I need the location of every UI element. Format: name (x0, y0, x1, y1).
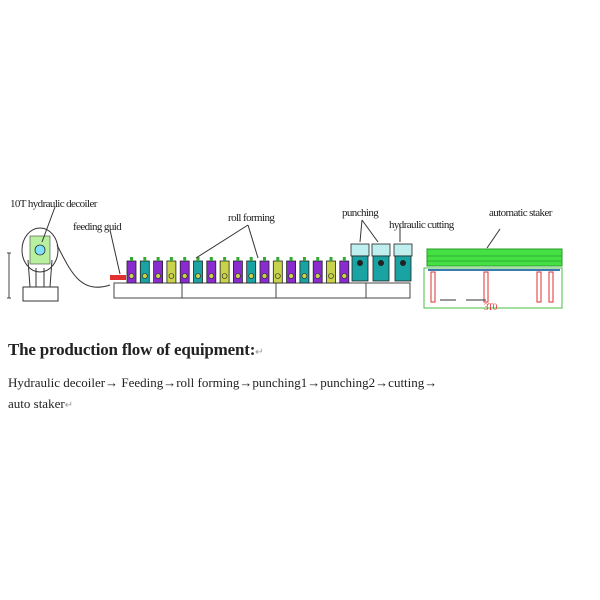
flow-line-1: Hydraulic decoiler→ Feeding→roll forming… (8, 375, 438, 390)
section-heading: The production flow of equipment:↵ (8, 340, 264, 360)
roll-station (232, 257, 243, 284)
production-flow: Hydraulic decoiler→ Feeding→roll forming… (8, 372, 548, 416)
leader-lines (41, 206, 501, 275)
roll-station (299, 257, 310, 284)
label-punching: punching (342, 207, 379, 219)
press-units (350, 243, 413, 282)
hydraulic-cutter (393, 243, 413, 282)
label-feeding-guide: feeding guid (73, 221, 122, 233)
roll-station (193, 257, 203, 284)
automatic-staker (423, 248, 563, 309)
roll-station (272, 257, 283, 284)
roll-station (246, 257, 257, 284)
label-hydraulic-cutting: hydraulic cutting (389, 219, 455, 231)
roll-stations (126, 257, 350, 284)
label-automatic-staker: automatic staker (489, 207, 553, 219)
heading-text: The production flow of equipment: (8, 340, 256, 359)
roll-station (286, 257, 297, 284)
roll-station (126, 257, 137, 284)
roll-station (326, 257, 336, 284)
decoiler (7, 227, 111, 302)
production-line-diagram: 10T hydraulic decoiler feeding guid roll… (7, 198, 563, 312)
roll-station (153, 257, 164, 284)
label-decoiler: 10T hydraulic decoiler (10, 198, 98, 210)
roll-station (166, 257, 177, 284)
roll-station (139, 257, 150, 284)
dimension-label: 3T0 (484, 302, 498, 312)
roll-station (312, 257, 323, 284)
punching-unit-2 (371, 243, 391, 282)
roll-station (339, 257, 350, 284)
roll-station (179, 257, 190, 284)
machine-base (110, 275, 411, 299)
feeding-guide (110, 275, 126, 280)
flow-line-2: auto staker (8, 396, 65, 411)
paragraph-mark: ↵ (255, 347, 264, 358)
roll-station (219, 257, 230, 284)
roll-station (206, 257, 217, 284)
paragraph-mark: ↵ (64, 400, 74, 411)
punching-unit-1 (350, 243, 370, 282)
label-roll-forming: roll forming (228, 212, 275, 224)
roll-station (259, 257, 270, 284)
